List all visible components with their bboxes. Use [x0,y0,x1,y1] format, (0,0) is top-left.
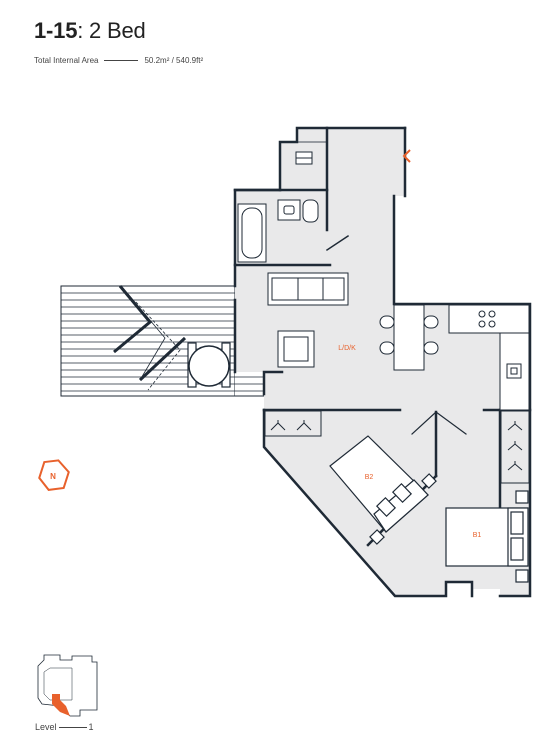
floor-area [235,128,530,596]
living-furniture [267,272,439,371]
north-compass-icon: N [38,459,70,491]
bed-2 [329,435,437,545]
kitchen-fixtures [448,304,530,411]
wardrobe-bed2 [264,410,322,437]
area-label: Total Internal Area [34,56,99,65]
room-label-living: L/D/K [338,345,356,352]
area-line: Total Internal Area 50.2m² / 540.9ft² [34,56,203,65]
entrance-icon [402,149,411,163]
bathroom-fixtures [237,151,319,263]
wardrobe-bed1 [500,410,530,484]
room-label-bed2: B2 [365,474,374,481]
unit-type: : 2 Bed [77,18,146,43]
area-rule [104,60,139,61]
outdoor-table [187,342,231,388]
compass-label: N [50,472,56,481]
unit-title: 1-15: 2 Bed [34,18,146,44]
unit-id: 1-15 [34,18,78,43]
key-plan [37,654,98,717]
level-value: 1 [88,722,94,732]
bed-1 [445,490,529,583]
area-value: 50.2m² / 540.9ft² [144,56,204,65]
room-label-bed1: B1 [473,532,482,539]
level-label: Level [35,722,57,732]
balcony [60,285,265,397]
walls [233,126,532,598]
level-rule [58,726,87,728]
level-indicator: Level 1 [35,722,94,732]
